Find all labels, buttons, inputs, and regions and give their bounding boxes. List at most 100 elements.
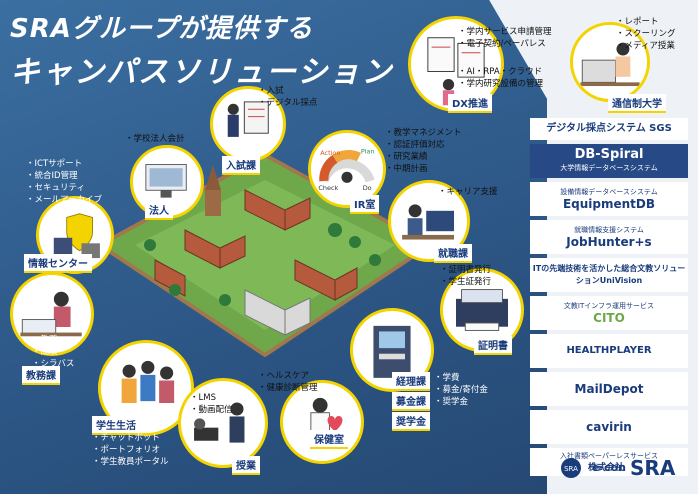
corporation-tag: 法人 <box>145 201 173 220</box>
list-item: 教務 <box>32 334 74 346</box>
student-life-list: チャットボット ポートフォリオ 学生教員ポータル <box>92 432 169 468</box>
corporation-illustration <box>145 164 187 198</box>
list-item: 電子契約/ペーパレス <box>458 38 552 50</box>
product-name: cavirin <box>586 420 632 434</box>
list-item: メディア授業 <box>616 40 676 52</box>
product-name: EquipmentDB <box>562 197 656 211</box>
academic-tag: 教務課 <box>22 366 60 385</box>
list-item: メールアーカイブ <box>26 194 103 206</box>
career-illustration <box>402 204 455 240</box>
certificate-list: 証明書発行 学生証発行 <box>440 264 492 288</box>
health-room-tag: 保健室 <box>310 430 348 449</box>
product-name: MailDepot <box>574 382 644 396</box>
list-item: 募金/寄付金 <box>434 384 488 396</box>
list-item: AI・RPA・クラウド <box>458 66 543 78</box>
product-name: ITの先端技術を活かした総合文教ソリューションUniVision <box>532 264 686 285</box>
distance-univ-list: レポート スクーリング メディア授業 <box>616 16 676 52</box>
corporation-list: 学校法人会計 <box>125 133 185 145</box>
product-sub: 大学情報データベースシステム <box>560 163 658 172</box>
product-name: JobHunter+s <box>566 235 652 249</box>
page-title: SRAグループが提供する キャンパスソリューション <box>10 8 393 91</box>
certificate-tag: 証明書 <box>474 336 512 355</box>
list-item: 証明書発行 <box>440 264 492 276</box>
ir-cycle-action: Action <box>320 149 340 157</box>
list-item: 統合ID管理 <box>26 170 102 182</box>
student-life-illustration <box>121 360 175 403</box>
product-healthplayer: HEALTHPLAYER <box>530 334 688 368</box>
list-item: 動画配信 <box>190 404 233 416</box>
list-item: 研究業績 <box>385 151 462 163</box>
dx-list-top: 学内サービス申請管理 電子契約/ペーパレス <box>458 26 552 50</box>
class-list: LMS 動画配信 <box>190 392 233 416</box>
list-item: 学生証発行 <box>440 276 492 288</box>
title-line-2: キャンパスソリューション <box>10 55 394 90</box>
health-room-illustration <box>310 397 343 442</box>
ir-cycle-do: Do <box>363 184 372 192</box>
ir-illustration: Action Plan Check Do <box>318 147 375 192</box>
sra-mark-icon: SRA <box>561 458 581 478</box>
list-item: 学校法人会計 <box>125 133 185 145</box>
list-item: ポートフォリオ <box>92 444 169 456</box>
list-item: 成績 <box>32 346 74 358</box>
ir-circle: Action Plan Check Do <box>308 130 386 208</box>
product-name: デジタル採点システム SGS <box>546 123 672 134</box>
list-item: 学内サービス申請管理 <box>458 26 552 38</box>
list-item: 奨学金 <box>434 396 488 408</box>
list-item: スクーリング <box>616 28 676 40</box>
list-item: ICTサポート <box>26 158 102 170</box>
company-prefix: 株式会社 <box>588 463 625 473</box>
product-name: DB-Spiral <box>574 146 644 162</box>
health-room-circle <box>280 380 364 464</box>
product-name: e-con <box>592 460 626 474</box>
career-tag: 就職課 <box>434 244 472 263</box>
list-item: 入試 <box>258 85 317 97</box>
class-tag: 授業 <box>232 456 260 475</box>
product-sub: 入社書類ペーパーレスサービス <box>560 451 658 460</box>
title-line-1: SRAグループが提供する <box>10 14 314 44</box>
list-item: ヘルスケア <box>258 370 318 382</box>
product-sgs: デジタル採点システム SGS <box>530 118 688 140</box>
product-sub: 就職情報支援システム <box>574 226 644 234</box>
ir-list: 教学マネジメント 認証評価対応 研究業績 中期計画 <box>385 127 462 175</box>
ir-cycle-check: Check <box>318 184 338 192</box>
sra-mark-text: SRA <box>564 465 578 473</box>
dx-tag: DX推進 <box>448 94 493 113</box>
list-item: 学内研究設備の管理 <box>458 78 544 90</box>
info-center-tag: 情報センター <box>24 254 92 273</box>
list-item: 認証評価対応 <box>385 139 462 151</box>
info-center-list: ICTサポート 統合ID管理 セキュリティ メールアーカイブ <box>26 158 103 206</box>
admissions-illustration <box>227 101 269 137</box>
list-item: 教学マネジメント <box>385 127 462 139</box>
list-item: 学生教員ポータル <box>92 456 169 468</box>
health-room-list: ヘルスケア 健康診断管理 <box>258 370 318 394</box>
distance-univ-tag: 通信制大学 <box>608 94 666 113</box>
product-univision: ITの先端技術を活かした総合文教ソリューションUniVision <box>530 258 688 292</box>
admissions-list: 入試 デジタル採点 <box>258 85 318 109</box>
list-item: LMS <box>190 392 233 404</box>
career-list: キャリア支援 <box>438 186 498 198</box>
list-item: 学費 <box>434 372 488 384</box>
finance-illustration <box>373 325 411 378</box>
accounting-tag: 経理課 <box>392 372 430 391</box>
product-maildepot: MailDepot <box>530 372 688 406</box>
product-sub: 文教ITインフラ運用サービス <box>563 302 655 310</box>
list-item: デジタル採点 <box>258 97 318 109</box>
class-illustration <box>194 402 245 443</box>
ir-cycle-plan: Plan <box>361 147 375 155</box>
certificate-illustration <box>456 289 508 331</box>
dx-list-bottom: AI・RPA・クラウド 学内研究設備の管理 <box>458 66 544 90</box>
list-item: レポート <box>616 16 676 28</box>
finance-tags: 経理課 募金課 奨学金 <box>392 372 430 431</box>
ir-tag: IR室 <box>350 195 380 214</box>
product-sub: 設備情報データベースシステム <box>560 188 658 196</box>
fundraising-tag: 募金課 <box>392 392 430 411</box>
list-item: 中期計画 <box>385 163 462 175</box>
list-item: 健康診断管理 <box>258 382 318 394</box>
product-name: HEALTHPLAYER <box>566 345 652 356</box>
